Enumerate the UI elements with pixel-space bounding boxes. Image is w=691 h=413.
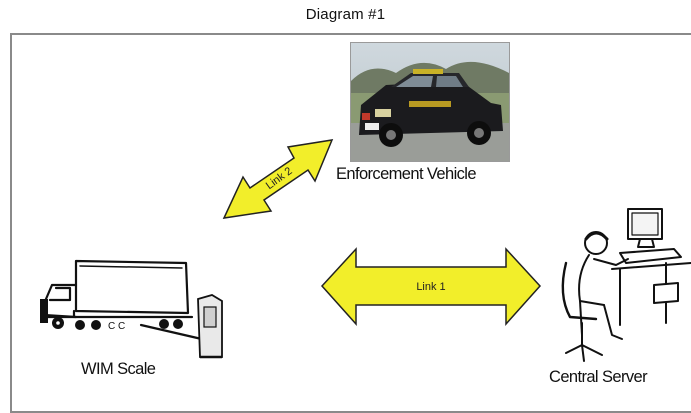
central-server-label: Central Server xyxy=(549,368,648,386)
enforcement-vehicle-label: Enforcement Vehicle xyxy=(336,165,477,183)
police-car-icon xyxy=(351,43,509,161)
link-1-arrow: Link 1 xyxy=(320,247,542,326)
central-server-operator-icon xyxy=(561,208,691,362)
wim-scale-truck-icon: C C xyxy=(40,259,223,359)
link-2-arrow: Link 2 xyxy=(222,139,334,219)
wim-scale-label: WIM Scale xyxy=(81,360,156,378)
enforcement-vehicle-photo xyxy=(350,42,510,162)
scale-kiosk-icon xyxy=(197,294,223,359)
svg-text:C C: C C xyxy=(108,321,125,332)
diagram-title: Diagram #1 xyxy=(305,6,386,23)
link-1-label: Link 1 xyxy=(416,281,445,293)
